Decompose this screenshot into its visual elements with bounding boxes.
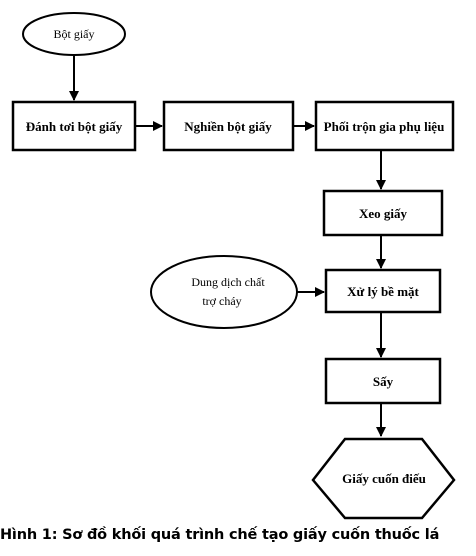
node-mixing-label: Phối trộn gia phụ liệu <box>324 119 445 134</box>
node-beating: Đánh tơi bột giấy <box>11 100 137 152</box>
node-refining-label: Nghiền bột giấy <box>184 119 272 134</box>
node-pulp-label: Bột giấy <box>54 27 95 41</box>
node-drying: Sấy <box>324 357 442 405</box>
node-fire-retardant: Dung dịch chất trợ cháy <box>150 255 298 329</box>
node-drying-label: Sấy <box>373 374 394 389</box>
node-fire-retardant-label-line1: Dung dịch chất <box>191 275 265 289</box>
node-fire-retardant-label-line2: trợ cháy <box>202 294 241 308</box>
node-product: Giấy cuốn điếu <box>311 437 456 520</box>
node-mixing: Phối trộn gia phụ liệu <box>314 100 455 152</box>
node-sheet-forming: Xeo giấy <box>322 189 444 237</box>
node-surface-treatment-label: Xử lý bề mặt <box>347 284 419 299</box>
node-beating-label: Đánh tơi bột giấy <box>26 119 123 134</box>
node-sheet-forming-label: Xeo giấy <box>359 206 408 221</box>
node-product-label: Giấy cuốn điếu <box>342 471 426 486</box>
figure-caption: Hình 1: Sơ đồ khối quá trình chế tạo giấ… <box>0 527 440 543</box>
node-refining: Nghiền bột giấy <box>162 100 295 152</box>
node-surface-treatment: Xử lý bề mặt <box>324 268 442 314</box>
node-pulp: Bột giấy <box>22 12 126 56</box>
